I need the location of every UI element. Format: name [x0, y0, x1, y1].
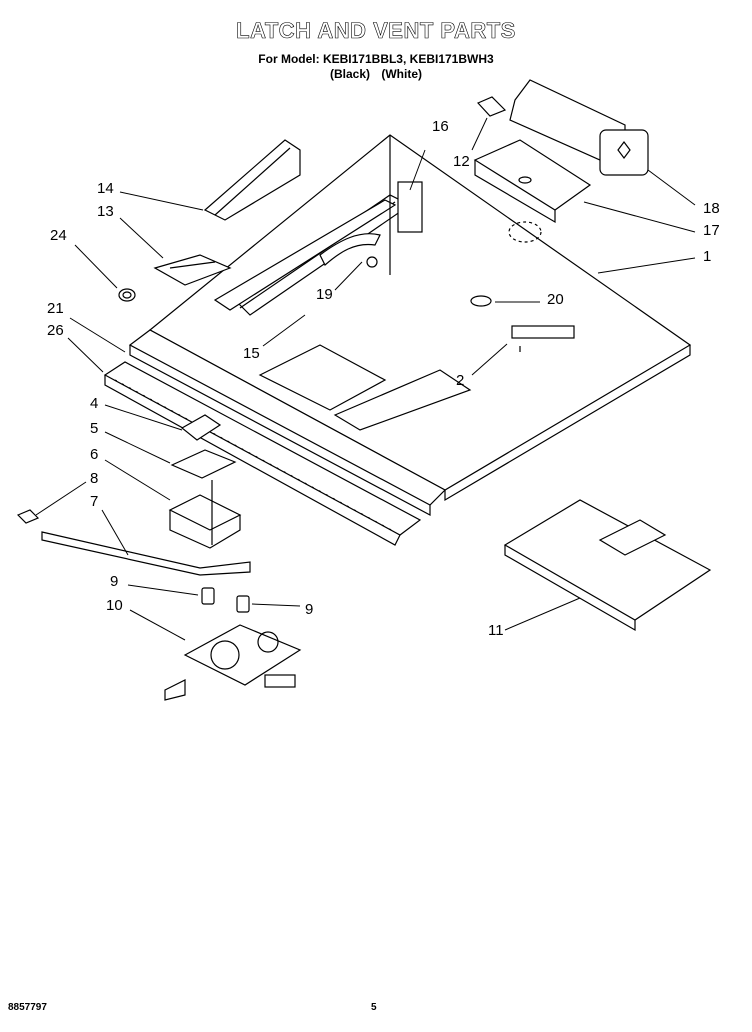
callout-24: 24 [50, 227, 67, 244]
hose-part [319, 233, 381, 268]
diagram-title: LATCH AND VENT PARTS [236, 18, 516, 44]
vent-plate-part [153, 254, 232, 286]
callout-14: 14 [97, 180, 114, 197]
callout-11: 11 [488, 622, 504, 639]
callout-12: 12 [453, 153, 470, 170]
color-black-label: (Black) [329, 67, 370, 81]
clip-20-part [470, 295, 492, 307]
callout-16: 16 [432, 118, 449, 135]
callout-9-right: 9 [305, 601, 314, 618]
latch-bracket-part [168, 480, 242, 549]
color-white-label: (White) [381, 67, 422, 81]
knob-part [16, 509, 40, 524]
channel-part [213, 199, 397, 311]
front-rail-part [103, 329, 446, 546]
latch-assembly-part [164, 624, 302, 701]
callout-18: 18 [703, 200, 720, 217]
terminal-strip-part [511, 325, 575, 352]
callout-1: 1 [703, 248, 712, 265]
latch-rod-part [41, 531, 251, 576]
callout-13: 13 [97, 203, 114, 220]
callout-21: 21 [47, 300, 64, 317]
spacer-part [201, 587, 250, 613]
callout-17: 17 [703, 222, 720, 239]
callout-15: 15 [243, 345, 260, 362]
callout-20: 20 [547, 291, 564, 308]
grommet-part [118, 288, 136, 302]
callout-5: 5 [90, 420, 99, 437]
clip-part [476, 96, 507, 117]
callout-8: 8 [90, 470, 99, 487]
vent-duct-part [203, 139, 301, 221]
callout-6: 6 [90, 446, 99, 463]
cover-part [503, 499, 712, 632]
callout-19: 19 [316, 286, 333, 303]
model-line: For Model: KEBI171BBL3, KEBI171BWH3 [258, 52, 494, 66]
leader-lines [35, 117, 696, 641]
page-number: 5 [371, 1002, 377, 1013]
callout-9-left: 9 [110, 573, 119, 590]
bracket-part [389, 135, 423, 275]
callout-10: 10 [106, 597, 123, 614]
callout-4: 4 [90, 395, 99, 412]
callout-7: 7 [90, 493, 99, 510]
switch-part [180, 414, 222, 441]
fan-bracket-part [473, 139, 592, 224]
main-panel-part [148, 134, 692, 502]
insulator-part [170, 449, 237, 479]
color-line: (Black) (White) [0, 67, 752, 81]
fan-motor-part [509, 79, 649, 176]
document-number: 8857797 [8, 1002, 47, 1013]
callout-2: 2 [456, 372, 465, 389]
callout-26: 26 [47, 322, 64, 339]
